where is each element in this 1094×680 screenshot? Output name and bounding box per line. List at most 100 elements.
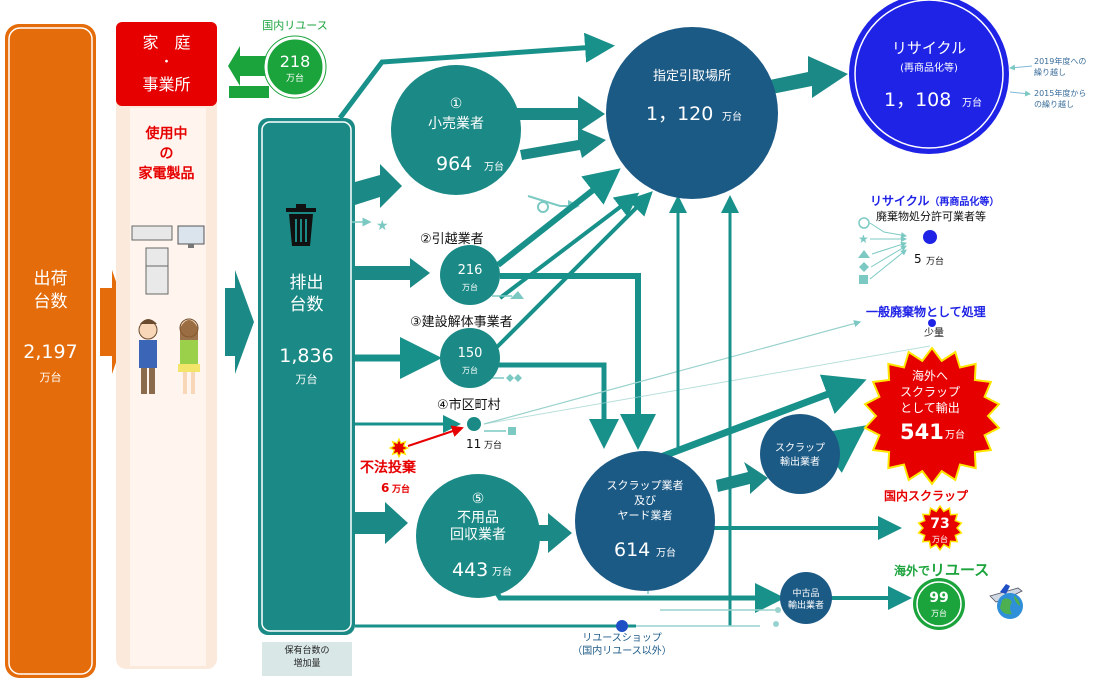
shipment-column	[5, 24, 96, 678]
people-illustration	[138, 318, 200, 394]
reuse-unit: 万台	[285, 74, 304, 84]
pickup-unit: 万台	[722, 112, 742, 123]
overseas-reuse-label-a: 海外で	[894, 564, 931, 578]
overseas-reuse-node	[913, 578, 965, 630]
licensed-title-a: リサイクル	[870, 194, 930, 208]
general-waste-dot	[928, 319, 936, 327]
general-waste-sub: 少量	[924, 328, 944, 339]
licensed-unit: 万台	[926, 257, 945, 267]
reuse-shop-label: リユースショップ（国内リユース以外）	[572, 632, 672, 658]
overseas-reuse-label-b: リユース	[930, 561, 990, 579]
flow-to-recycle	[760, 56, 848, 98]
scrap-exporter-node	[760, 414, 840, 494]
collector-label-2: 回収業者	[450, 527, 506, 543]
overseas-reuse-label: 海外でリユース	[894, 561, 990, 579]
recycle-node	[849, 0, 1009, 154]
in-use-2: の	[159, 146, 174, 162]
illegal-burst	[388, 437, 410, 459]
svg-text:★: ★	[376, 218, 389, 234]
collector-num: ⑤	[471, 491, 485, 507]
scrap-exporter-label: スクラップ輸出業者	[760, 442, 840, 470]
shipment-label: 出荷台数	[5, 268, 96, 314]
flow-to-retailer	[355, 164, 402, 208]
discharge-label-1: 排出	[289, 273, 324, 293]
shipment-unit: 万台	[39, 371, 62, 384]
construction-unit: 万台	[462, 366, 478, 375]
scrap-dealer-label-2: 及び	[634, 494, 656, 507]
household-title-box	[116, 22, 217, 106]
discharge-label: 排出台数	[258, 272, 355, 316]
domestic-scrap-burst	[917, 504, 963, 552]
flow-to-mover	[355, 258, 430, 288]
reuse-shop-label-2: （国内リユース以外）	[572, 646, 672, 657]
collector-label: 不用品回収業者	[416, 510, 540, 544]
discharge-value: 1,836	[279, 345, 334, 367]
recycle-note-1: 2019年度への繰り越し	[1034, 56, 1086, 78]
pickup-node	[606, 27, 778, 199]
reuse-label: 国内リユース	[262, 19, 328, 32]
overseas-scrap-burst	[863, 346, 1001, 486]
used-exporter-label-2: 輸出業者	[787, 601, 824, 611]
in-use-1: 使用中	[145, 126, 188, 142]
discharge-arrow	[225, 270, 254, 374]
collector-node	[416, 474, 540, 598]
holdings-note-2: 増加量	[293, 659, 321, 669]
discharge-unit: 万台	[295, 373, 318, 386]
appliances-illustration	[131, 225, 205, 295]
reuse-circle	[264, 36, 326, 98]
construction-value: 150	[457, 346, 483, 361]
scrap-exporter-label-2: 輸出業者	[780, 457, 820, 468]
household-title-2: 事業所	[142, 75, 191, 94]
licensed-title-b: （再商品化等）	[929, 197, 1000, 208]
construction-node	[440, 328, 500, 388]
general-waste-label: 一般廃棄物として処理	[866, 305, 986, 319]
overseas-scrap-value: 541	[900, 420, 944, 444]
flow-to-collector	[355, 502, 408, 544]
municipality-label: ④市区町村	[437, 398, 501, 413]
holdings-note-1: 保有台数の	[284, 646, 330, 656]
illegal-value: 6	[381, 481, 390, 495]
scrap-dealer-label-1: スクラップ業者	[606, 479, 684, 492]
retailer-label: 小売業者	[428, 116, 484, 132]
licensed-dot	[923, 230, 937, 244]
overseas-scrap-label: 海外へスクラップとして輸出	[868, 368, 992, 416]
in-use-3: 家電製品	[138, 166, 195, 182]
municipality-value: 11	[466, 437, 482, 451]
pickup-label: 指定引取場所	[652, 69, 731, 84]
overseas-scrap-label-3: として輸出	[900, 401, 960, 415]
recycle-note-2: 2015年度からの繰り越し	[1034, 88, 1086, 110]
recycle-note-2a: 2015年度から	[1034, 89, 1087, 98]
recycle-label: リサイクル	[891, 39, 967, 57]
holdings-note-box	[262, 642, 352, 676]
illegal-label: 不法投棄	[360, 460, 416, 476]
reuse-value: 218	[279, 52, 311, 71]
in-use-label: 使用中の家電製品	[116, 124, 217, 184]
municipality-node	[467, 417, 481, 431]
collector-label-1: 不用品	[457, 510, 499, 526]
discharge-label-2: 台数	[289, 295, 324, 315]
scrap-dealer-node	[575, 451, 715, 591]
holdings-note: 保有台数の増加量	[262, 645, 352, 671]
licensed-title: リサイクル（再商品化等）	[870, 194, 1000, 209]
overseas-scrap-unit: 万台	[945, 430, 965, 441]
svg-text:★: ★	[858, 232, 869, 246]
globe-icon	[997, 593, 1023, 619]
retailer-unit: 万台	[484, 162, 504, 173]
scrap-dealer-label: スクラップ業者及びヤード業者	[575, 478, 715, 523]
mover-unit: 万台	[462, 283, 478, 292]
reuse-shop-dot	[616, 620, 628, 632]
recycle-note-1a: 2019年度への	[1034, 57, 1087, 66]
retailer-num: ①	[449, 96, 463, 112]
domestic-scrap-value: 73	[930, 516, 950, 532]
mover-node	[440, 245, 500, 305]
used-exporter-label: 中古品輸出業者	[776, 588, 836, 612]
construction-label: ③建設解体事業者	[410, 315, 513, 330]
overseas-reuse-value: 99	[929, 590, 949, 606]
scrap-dealer-label-3: ヤード業者	[617, 509, 673, 522]
household-title-dot: ・	[159, 55, 173, 70]
illegal-unit: 万台	[392, 485, 411, 495]
used-exporter-node	[780, 572, 832, 624]
mover-label: ②引越業者	[420, 232, 484, 247]
overseas-scrap-label-1: 海外へ	[911, 369, 948, 383]
